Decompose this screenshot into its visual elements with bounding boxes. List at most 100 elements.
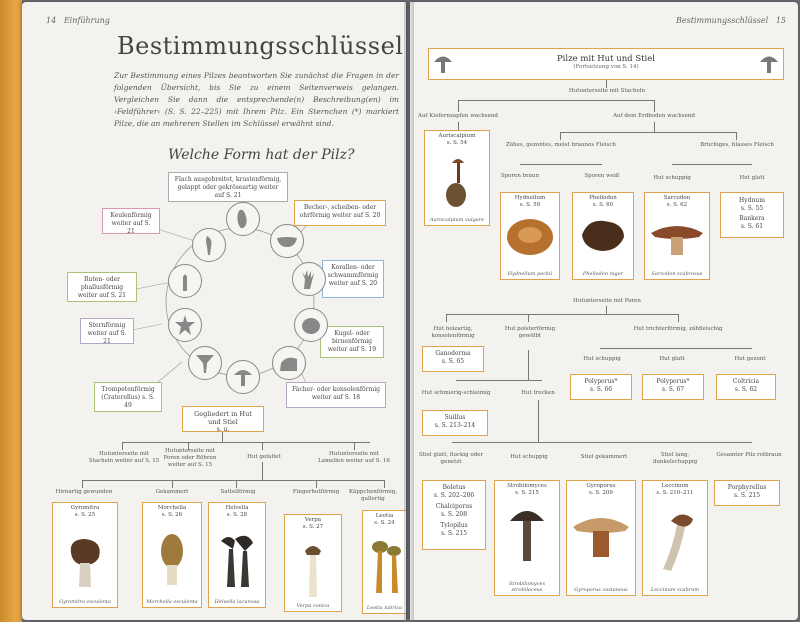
right-page-header: Bestimmungsschlüssel 15 xyxy=(676,16,786,25)
genus-name: Ganoderma xyxy=(435,350,471,357)
tree-line xyxy=(458,100,654,101)
label-sporen-weiss: Sporen weiß xyxy=(584,173,620,179)
tree-line xyxy=(262,442,263,450)
tree-line xyxy=(458,122,459,130)
card-latin: Hydnellum peckii xyxy=(507,271,553,277)
tree-line xyxy=(316,480,317,488)
genus-ref: s. S. 62 xyxy=(734,386,758,393)
card-ref: s. S. 27 xyxy=(302,524,324,530)
sub-sattel: Sattelförmig xyxy=(220,489,256,495)
card-helvella: Helvella s. S. 28 Helvella lacunosa xyxy=(208,502,266,608)
card-latin: Leccinum scabrum xyxy=(650,587,700,593)
genus-ref: s. S. 66 xyxy=(589,386,613,393)
genus-name: Polyporus* xyxy=(656,378,690,385)
section-name: Bestimmungsschlüssel xyxy=(676,16,769,25)
card-hydnellum: Hydnellum s. S. 59 Hydnellum peckii xyxy=(500,192,560,280)
label-hut-glatt: Hut glatt xyxy=(739,175,765,181)
card-name: Sarcodon xyxy=(663,195,691,201)
label-holz: Hut holzartig, konsolenförmig xyxy=(431,326,475,339)
label-polster: Hut polsterförmig gewölbt xyxy=(504,326,556,339)
tree-line xyxy=(384,480,385,488)
tree-line xyxy=(354,442,355,450)
label-stiel-glatt: Stiel glatt, flockig oder genetzt xyxy=(418,452,484,465)
genus-ref: s. S. 215 xyxy=(733,492,761,499)
box-ganoderma: Ganoderma s. S. 65 xyxy=(422,346,484,372)
capstem-shape-icon xyxy=(226,360,260,394)
genus-ref: s. S. 65 xyxy=(441,358,465,365)
leccinum-illustration xyxy=(663,514,693,571)
genus-name: Coltricia xyxy=(732,378,760,385)
genus-name: Tylopilus xyxy=(440,522,468,529)
shape-fan-box: Fächer- oder konsolenförmig weiter auf S… xyxy=(286,382,386,408)
tree-line xyxy=(122,442,370,443)
tree-line xyxy=(122,442,123,450)
helvella-illustration xyxy=(221,535,253,587)
star-shape-icon xyxy=(168,308,202,342)
shape-flat-box: Flach ausgebreitet, krustenförmig, gelap… xyxy=(168,172,288,202)
label-poren: Hutunterseite mit Poren xyxy=(573,298,641,304)
card-leotia: Leotia s. S. 24 Leotia lubrica xyxy=(362,510,406,614)
hydnellum-illustration xyxy=(507,219,553,255)
tree-line xyxy=(528,314,529,322)
tree-line xyxy=(222,432,223,442)
card-ref: s. S. 24 xyxy=(374,520,395,526)
label-gesamter: Gesamter Pilz rotbraun xyxy=(716,452,782,458)
card-verpa: Verpa s. S. 27 Verpa conica xyxy=(284,514,342,612)
coral-shape-icon xyxy=(292,262,326,296)
sub-kaeppchen: Käppchenförmig, gallertig xyxy=(348,489,398,502)
tree-line xyxy=(678,314,679,322)
label-hut-schuppig3: Hut schuppig xyxy=(510,454,548,460)
label-hut-glatt2: Hut glatt xyxy=(659,356,685,362)
genus-name: Chalciporus xyxy=(435,503,473,510)
label-hut-schuppig: Hut schuppig xyxy=(653,175,691,181)
tree-line xyxy=(672,164,752,165)
phellodon-illustration xyxy=(582,220,624,251)
ball-shape-icon xyxy=(294,308,328,342)
card-leccinum: Leccinum s. S. 210–211 Leccinum scabrum xyxy=(642,480,708,596)
card-ref: s. S. 60 xyxy=(592,202,614,208)
tree-line xyxy=(172,480,173,488)
label-hut-gezont: Hut gezont xyxy=(734,356,766,362)
card-name: Leotia xyxy=(375,513,394,519)
tree-line xyxy=(82,480,384,481)
card-ref: s. S. 26 xyxy=(161,512,183,518)
card-ref: s. S. 210–211 xyxy=(656,490,694,496)
right-title: Pilze mit Hut und Stiel xyxy=(556,54,656,64)
label-schmierig: Hut schmierig-schleimig xyxy=(421,390,491,396)
verpa-illustration xyxy=(305,546,321,597)
card-ref: s. S. 59 xyxy=(519,202,541,208)
trumpet-shape-icon xyxy=(188,346,222,380)
label-hut-schuppig2: Hut schuppig xyxy=(583,356,621,362)
card-latin: Leotia lubrica xyxy=(366,605,403,611)
strobilomyces-illustration xyxy=(510,511,544,561)
shape-trumpet-box: Trompetenförmig (Craterellus) s. S. 49 xyxy=(94,382,162,412)
page-number: 14 xyxy=(46,16,57,25)
tree-line xyxy=(654,122,655,132)
card-sarcodon: Sarcodon s. S. 62 Sarcodon scabrosus xyxy=(644,192,710,280)
box-suillus: Suillus s. S. 213–214 xyxy=(422,410,488,436)
genus-name: Polyporus* xyxy=(584,378,618,385)
label-sporen-braun: Sporen braun xyxy=(500,173,540,179)
tree-line xyxy=(736,132,737,140)
flat-shape-icon xyxy=(226,202,260,236)
card-name: Morchella xyxy=(157,505,187,511)
card-latin: Strobilomyces strobilaceus xyxy=(508,581,546,593)
card-phellodon: Phellodon s. S. 60 Phellodon niger xyxy=(572,192,634,280)
tree-line xyxy=(560,132,561,140)
card-ref: s. S. 25 xyxy=(74,512,96,518)
right-title-box: Pilze mit Hut und Stiel (Fortsetzung von… xyxy=(428,48,784,80)
genus-ref: s. S. 208 xyxy=(440,511,468,518)
card-ref: s. S. 54 xyxy=(446,140,468,146)
gyroporus-illustration xyxy=(573,518,629,557)
book-edge xyxy=(0,0,22,622)
box-hydnum: Hydnum s. S. 55 Bankera s. S. 61 xyxy=(720,192,784,238)
sub-hirnartig: Hirnartig gewunden xyxy=(55,489,113,495)
shape-coral-box: Korallen- oder schwammförmig weiter auf … xyxy=(322,260,384,298)
gyromitra-illustration xyxy=(70,539,100,587)
branch-stacheln: Hutunterseite mit Stacheln weiter auf S.… xyxy=(88,451,160,464)
card-gyromitra: Gyromitra s. S. 25 Gyromitra esculenta xyxy=(52,502,118,608)
box-coltricia: Coltricia s. S. 62 xyxy=(716,374,776,400)
tree-line xyxy=(538,400,539,442)
tree-line xyxy=(236,480,237,488)
label-erdboden: Auf dem Erdboden wachsend xyxy=(613,113,695,119)
